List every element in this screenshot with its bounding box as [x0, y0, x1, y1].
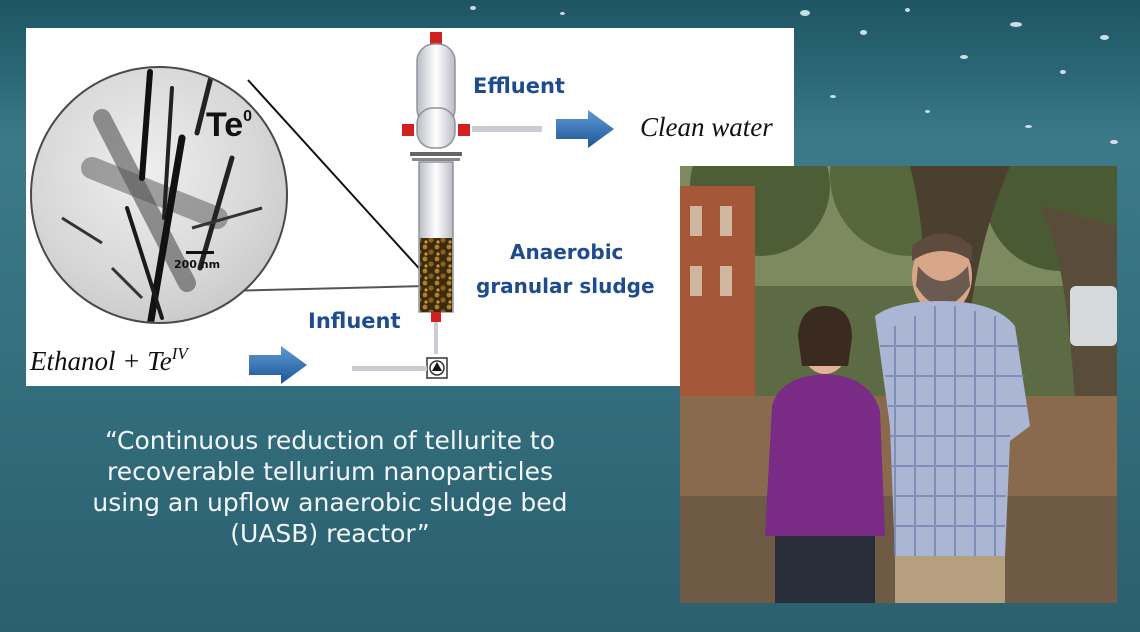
effluent-tube [472, 126, 542, 132]
granular-sludge-label: granular sludge [476, 274, 655, 298]
left-side-valve [402, 124, 414, 136]
effluent-arrow-icon [556, 110, 614, 148]
ethanol-superscript: IV [171, 344, 188, 363]
scale-bar [186, 251, 214, 254]
quote-line: using an upflow anaerobic sludge bed [92, 488, 568, 517]
effluent-label: Effluent [473, 74, 565, 98]
nanoparticle-needles [61, 69, 263, 322]
influent-riser [434, 322, 438, 354]
te0-label: Te0 [206, 106, 253, 144]
uasb-reactor-diagram: Te0 200 nm Effluent Clean water Anaerobi… [26, 28, 794, 386]
quote-line: “Continuous reduction of tellurite to [104, 426, 556, 455]
quote-line: recoverable tellurium nanoparticles [107, 457, 553, 486]
bottom-valve [431, 312, 441, 322]
reactor-schematic [185, 32, 614, 384]
granular-sludge-bed [420, 238, 452, 312]
influent-tube [352, 366, 427, 371]
right-side-valve [458, 124, 470, 136]
te0-superscript: 0 [243, 108, 253, 125]
top-valve [430, 32, 442, 44]
anaerobic-label: Anaerobic [510, 240, 624, 264]
influent-label: Influent [308, 309, 401, 333]
paper-title-quote: “Continuous reduction of tellurite to re… [40, 425, 620, 549]
scale-label: 200 nm [174, 258, 221, 271]
ethanol-label: Ethanol + TeIV [30, 344, 188, 376]
researchers-photo-illustration [680, 166, 1117, 603]
quote-line: (UASB) reactor” [230, 519, 430, 548]
tellurium-micrograph [30, 66, 288, 324]
flange-top [410, 152, 462, 156]
influent-arrow-icon [249, 346, 307, 384]
flange-bottom [412, 158, 460, 161]
mid-bulb [416, 107, 456, 149]
zoom-line-top [247, 79, 427, 277]
clean-water-label: Clean water [640, 112, 773, 142]
researchers-photo [680, 166, 1117, 603]
